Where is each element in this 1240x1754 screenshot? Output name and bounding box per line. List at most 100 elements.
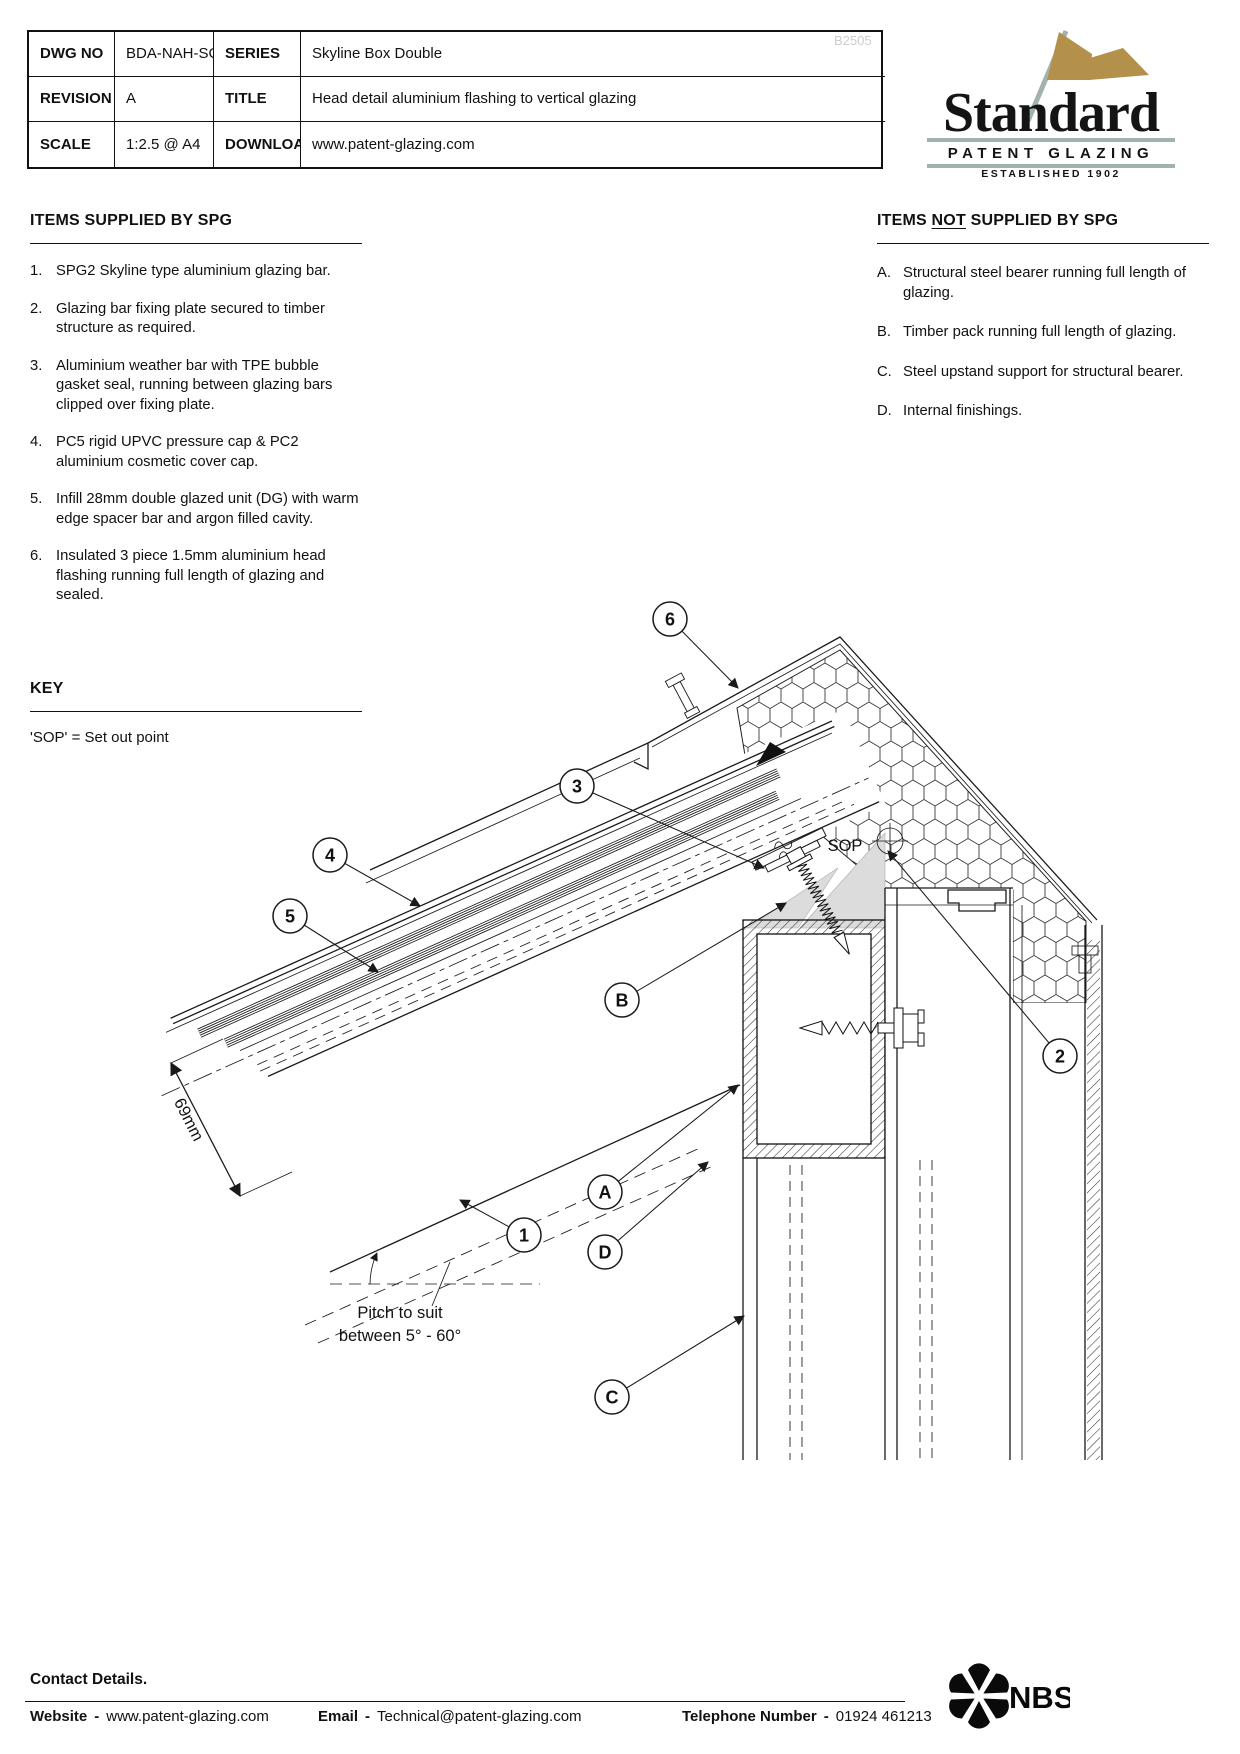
- callout-label-6: 6: [665, 610, 675, 630]
- phone-group: Telephone Number-01924 461213: [682, 1708, 932, 1725]
- flag-icon: [1047, 32, 1092, 80]
- list-item: 5. Infill 28mm double glazed unit (DG) w…: [30, 490, 362, 529]
- list-item: B. Timber pack running full length of gl…: [877, 323, 1209, 343]
- item-letter: A.: [877, 265, 891, 281]
- glazing-clip: [1071, 945, 1099, 988]
- nbs-flower-icon: [949, 1663, 1009, 1729]
- title-value: Head detail aluminium flashing to vertic…: [301, 77, 885, 122]
- item-letter: B.: [877, 324, 891, 340]
- item-number: 3.: [30, 357, 43, 374]
- callout-leader-2: [887, 850, 1061, 1057]
- nbs-wordmark: NBS: [1009, 1680, 1070, 1715]
- item-text: Insulated 3 piece 1.5mm aluminium head f…: [56, 548, 326, 603]
- item-letter: C.: [877, 363, 892, 380]
- dwg-no-label: DWG NO: [29, 32, 115, 77]
- callout-leader-3: [576, 785, 765, 870]
- item-text: Internal finishings.: [903, 403, 1023, 419]
- footer-divider: [25, 1701, 905, 1702]
- scale-value: 1:2.5 @ A4: [115, 121, 214, 167]
- items-supplied-list: 1. SPG2 Skyline type aluminium glazing b…: [30, 262, 362, 606]
- callout-circle-A: [587, 1174, 623, 1210]
- email-value[interactable]: Technical@patent-glazing.com: [377, 1708, 582, 1725]
- seal-blob: [756, 742, 786, 766]
- callout-leader-B: [621, 902, 787, 1001]
- callout-label-2: 2: [1055, 1047, 1065, 1067]
- logo-established: ESTABLISHED 1902: [981, 168, 1121, 178]
- callout-circle-B: [604, 982, 640, 1018]
- item-letter: D.: [877, 403, 892, 419]
- pitch-indicator: Pitch to suit between 5° - 60°: [330, 1252, 540, 1345]
- item-number: 4.: [30, 434, 43, 450]
- steel-bearer-box: [742, 919, 886, 1159]
- callout-circle-4: [312, 837, 348, 873]
- title-label: TITLE: [214, 76, 301, 122]
- list-item: 3. Aluminium weather bar with TPE bubble…: [30, 357, 362, 416]
- series-label: SERIES: [214, 32, 301, 77]
- item-text: Glazing bar fixing plate secured to timb…: [56, 300, 325, 337]
- callout-circle-3: [559, 768, 595, 804]
- callout-balloons: 6 3 4 5B 2A 1D C: [272, 601, 1078, 1415]
- website-group: Website-www.patent-glazing.com: [30, 1708, 269, 1725]
- list-item: 6. Insulated 3 piece 1.5mm aluminium hea…: [30, 547, 362, 606]
- pitch-text-line2: between 5° - 60°: [339, 1327, 461, 1345]
- website-value[interactable]: www.patent-glazing.com: [106, 1708, 269, 1725]
- callout-circle-1: [506, 1217, 542, 1253]
- angled-fixing-screw: [785, 845, 850, 955]
- list-item: 1. SPG2 Skyline type aluminium glazing b…: [30, 262, 362, 282]
- logo-wordmark: Standard: [943, 82, 1160, 144]
- company-logo: Standard PATENT GLAZING ESTABLISHED 1902: [925, 28, 1177, 183]
- item-text: SPG2 Skyline type aluminium glazing bar.: [56, 263, 331, 279]
- callout-leader-C: [611, 1315, 745, 1398]
- item-text: PC5 rigid UPVC pressure cap & PC2 alumin…: [56, 434, 299, 470]
- item-text: Structural steel bearer running full len…: [903, 265, 1186, 301]
- contact-details-heading: Contact Details.: [30, 1671, 148, 1688]
- item-text: Timber pack running full length of glazi…: [903, 324, 1177, 340]
- callout-circle-D: [587, 1234, 623, 1270]
- list-item: A. Structural steel bearer running full …: [877, 264, 1209, 303]
- dwg-no-value: BDA-NAH-SO1: [115, 32, 214, 77]
- callout-label-4: 4: [325, 846, 335, 866]
- item-number: 6.: [30, 548, 43, 564]
- flag-icon-tail: [1089, 48, 1149, 80]
- callout-label-B: B: [616, 991, 629, 1011]
- revision-value: A: [115, 76, 214, 122]
- items-supplied-section: ITEMS SUPPLIED BY SPG 1. SPG2 Skyline ty…: [30, 212, 362, 606]
- items-not-supplied-heading: ITEMS NOT SUPPLIED BY SPG: [877, 212, 1209, 244]
- item-number: 2.: [30, 300, 43, 317]
- phone-value: 01924 461213: [835, 1708, 932, 1725]
- scale-label: SCALE: [29, 121, 115, 167]
- item-text: Aluminium weather bar with TPE bubble ga…: [56, 357, 333, 413]
- phone-label: Telephone Number: [682, 1708, 817, 1725]
- item-text: Infill 28mm double glazed unit (DG) with…: [56, 491, 359, 527]
- items-not-supplied-section: ITEMS NOT SUPPLIED BY SPG A. Structural …: [877, 212, 1209, 422]
- key-text: 'SOP' = Set out point: [30, 729, 169, 746]
- callout-label-3: 3: [572, 777, 582, 797]
- callout-label-D: D: [599, 1243, 612, 1263]
- steel-upstand-lines: [742, 1158, 803, 1460]
- list-item: 4. PC5 rigid UPVC pressure cap & PC2 alu…: [30, 433, 362, 472]
- item-number: 5.: [30, 491, 43, 507]
- soffit-projection-lines: [304, 1084, 741, 1344]
- list-item: C. Steel upstand support for structural …: [877, 363, 1209, 383]
- email-label: Email: [318, 1708, 359, 1725]
- callout-label-A: A: [599, 1183, 612, 1203]
- download-value[interactable]: www.patent-glazing.com: [312, 135, 475, 153]
- callout-circle-C: [594, 1379, 630, 1415]
- logo-tagline: PATENT GLAZING: [948, 145, 1154, 162]
- callout-label-1: 1: [519, 1226, 529, 1246]
- logo-rule-bottom: [927, 164, 1175, 168]
- flashing-fixing-bolt: [664, 672, 701, 720]
- logo-rule-top: [927, 138, 1175, 142]
- key-section: KEY 'SOP' = Set out point: [30, 680, 362, 746]
- callout-label-C: C: [606, 1388, 619, 1408]
- website-label: Website: [30, 1708, 88, 1725]
- callout-label-5: 5: [285, 907, 295, 927]
- series-value: Skyline Box Double: [301, 32, 885, 77]
- horizontal-fixing-screw: [798, 1007, 925, 1049]
- callout-leader-A: [604, 1084, 739, 1193]
- item-number: 1.: [30, 263, 43, 279]
- nbs-logo: NBS: [945, 1656, 1074, 1741]
- items-not-supplied-list: A. Structural steel bearer running full …: [877, 264, 1209, 422]
